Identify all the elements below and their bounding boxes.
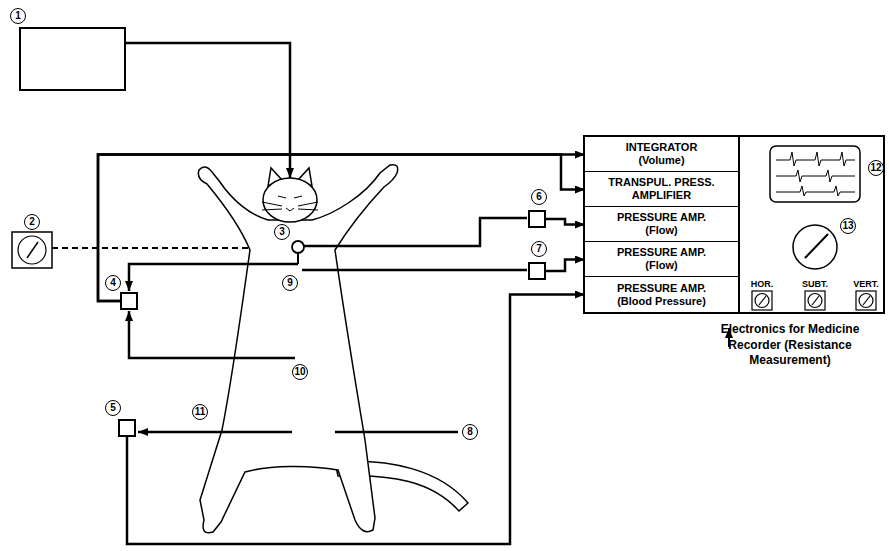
callout-number: 1 [10, 8, 26, 24]
pressure-gauge [12, 232, 52, 268]
callout-number: 5 [105, 400, 121, 416]
callout-number: 11 [192, 404, 208, 420]
amplifier-label: PRESSURE AMP. (Blood Pressure) [603, 282, 721, 307]
callout-number: 9 [282, 275, 298, 291]
pump-line [125, 43, 290, 178]
signal-connector [98, 155, 585, 302]
amplifier-box: INTEGRATOR (Volume) [585, 137, 740, 172]
amplifier-box: PRESSURE AMP. (Flow) [585, 242, 740, 277]
callout-number: 2 [24, 214, 40, 230]
callout-number: 10 [292, 364, 308, 380]
oscilloscope-screen [770, 146, 860, 202]
callout-number: 3 [274, 224, 290, 240]
transducer-box: 6 [528, 210, 546, 228]
amplifier-label: PRESSURE AMP. (Flow) [603, 211, 721, 236]
callout-number: 4 [105, 275, 121, 291]
amplifier-label: INTEGRATOR (Volume) [603, 141, 721, 166]
callout-number: 12 [868, 160, 884, 176]
signal-connector [98, 155, 585, 302]
arterial-line [138, 431, 292, 434]
cat-head [263, 178, 317, 222]
callout-number: 6 [531, 189, 547, 205]
catheter-line [304, 218, 527, 246]
cat-face [262, 196, 318, 211]
transducer-box: 4 [120, 292, 138, 310]
callout-number: 8 [462, 424, 478, 440]
gauge-needle [27, 242, 38, 258]
amplifier-box: TRANSPUL. PRESS. AMPLIFIER [585, 172, 740, 207]
amplifier-box: PRESSURE AMP. (Blood Pressure) [585, 277, 740, 312]
catheter-line [129, 264, 298, 291]
meter-dial [793, 225, 837, 269]
cat-body [198, 165, 397, 533]
amplifier-box: PRESSURE AMP. (Flow) [585, 207, 740, 242]
signal-connector [546, 260, 585, 272]
amplifier-label: PRESSURE AMP. (Flow) [603, 246, 721, 271]
control-knobs [752, 291, 876, 310]
pump-box [20, 28, 125, 90]
scope-traces [776, 152, 855, 196]
esophageal-line [129, 311, 295, 358]
gauge-dial [18, 236, 46, 264]
callout-number: 13 [840, 218, 856, 234]
signal-connector [546, 219, 585, 225]
catheter-line [302, 269, 527, 272]
transducer-box: 5 [118, 419, 136, 437]
venous-line [335, 431, 458, 434]
knob-label: SUBT. [801, 279, 829, 289]
recorder-caption: Electronics for Medicine Recorder (Resis… [707, 322, 873, 369]
transducer-box: 7 [528, 262, 546, 280]
tracheal-cannula [292, 241, 304, 253]
knob-label: HOR. [750, 279, 775, 289]
cannula-stem [297, 253, 299, 264]
knob-label: VERT. [852, 279, 880, 289]
signal-connector [127, 295, 585, 545]
meter-needle [805, 234, 828, 258]
callout-number: 7 [531, 241, 547, 257]
amplifier-label: TRANSPUL. PRESS. AMPLIFIER [603, 176, 721, 201]
